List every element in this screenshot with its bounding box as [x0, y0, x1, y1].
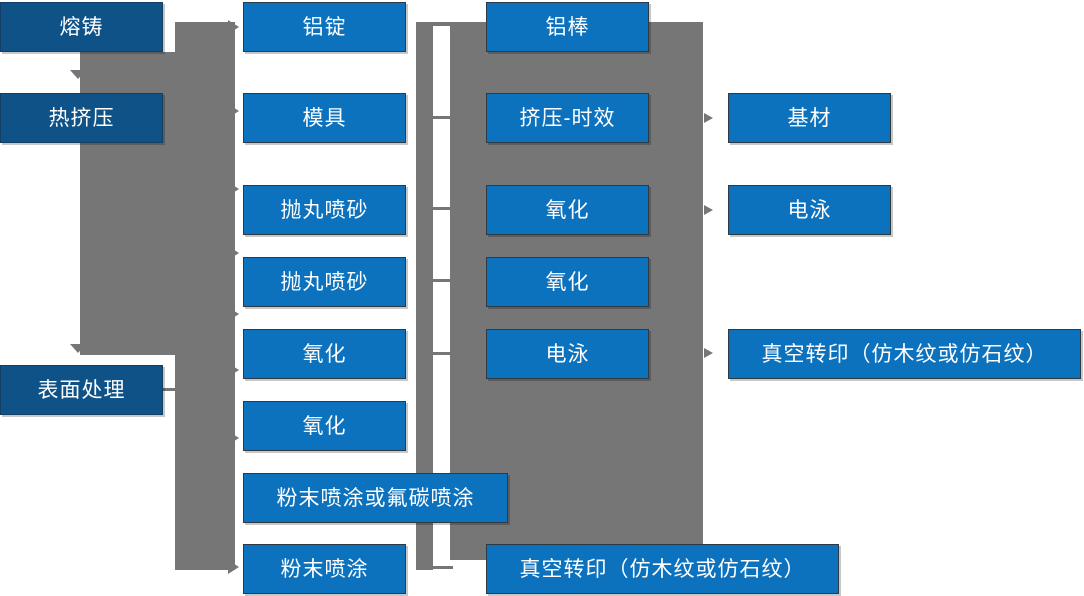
arrow-trunk-to-oxidation-2	[228, 363, 239, 377]
output-label-vacuum-transfer-printing-2: 真空转印（仿木纹或仿石纹）	[761, 342, 1048, 366]
stage-box-surface-treatment[interactable]: 表面处理	[0, 365, 163, 415]
stage-box-hot-extrusion[interactable]: 热挤压	[0, 93, 163, 143]
arrow-block-to-base-material	[704, 113, 713, 123]
arrow-block-to-electrophoresis	[704, 205, 713, 215]
process-box-aluminum-bar[interactable]: 铝棒	[486, 2, 649, 52]
arrow-trunk-to-powder-spray	[228, 560, 239, 574]
process-box-oxidation-4[interactable]: 氧化	[486, 257, 649, 307]
process-label-oxidation-1: 氧化	[302, 342, 347, 366]
process-box-oxidation-3[interactable]: 氧化	[486, 185, 649, 235]
process-box-shot-blasting-1[interactable]: 抛丸喷砂	[243, 185, 406, 235]
arrow-trunk-to-blasting-1	[228, 182, 239, 196]
connector-tick-1	[433, 116, 453, 119]
arrow-trunk-to-oxidation-1	[228, 307, 239, 321]
stage-label-hot-extrusion: 热挤压	[48, 106, 115, 130]
output-box-vacuum-transfer-printing-2[interactable]: 真空转印（仿木纹或仿石纹）	[728, 329, 1081, 379]
connector-middle-tie-top	[433, 22, 453, 26]
process-box-powder-or-fluorocarbon-spray[interactable]: 粉末喷涂或氟碳喷涂	[243, 473, 508, 523]
process-label-oxidation-4: 氧化	[545, 270, 590, 294]
process-label-oxidation-2: 氧化	[302, 414, 347, 438]
arrow-extrusion-to-surface	[70, 344, 86, 353]
stage-box-melt-cast[interactable]: 熔铸	[0, 2, 163, 52]
connector-tick-2	[433, 207, 453, 210]
arrow-trunk-to-mold	[228, 104, 239, 118]
output-box-base-material[interactable]: 基材	[728, 93, 891, 143]
process-label-aluminum-ingot: 铝锭	[302, 15, 347, 39]
process-label-extrusion-aging: 挤压-时效	[519, 106, 616, 130]
process-label-electrophoresis-1: 电泳	[545, 342, 590, 366]
process-box-shot-blasting-2[interactable]: 抛丸喷砂	[243, 257, 406, 307]
stage-label-surface-treatment: 表面处理	[37, 378, 126, 402]
arrow-melt-to-extrusion	[70, 70, 86, 79]
process-label-vacuum-transfer-printing-1: 真空转印（仿木纹或仿石纹）	[519, 557, 806, 581]
process-box-extrusion-aging[interactable]: 挤压-时效	[486, 93, 649, 143]
process-label-shot-blasting-2: 抛丸喷砂	[280, 270, 369, 294]
connector-left-trunk	[175, 22, 235, 570]
process-label-mold: 模具	[302, 106, 347, 130]
process-box-electrophoresis-1[interactable]: 电泳	[486, 329, 649, 379]
arrow-trunk-to-ingot	[228, 20, 239, 34]
process-box-mold[interactable]: 模具	[243, 93, 406, 143]
connector-tick-3	[433, 279, 453, 282]
output-label-electrophoresis-2: 电泳	[787, 198, 832, 222]
stage-label-melt-cast: 熔铸	[59, 15, 104, 39]
output-label-base-material: 基材	[787, 106, 832, 130]
arrow-trunk-to-blasting-2	[228, 246, 239, 260]
output-box-electrophoresis-2[interactable]: 电泳	[728, 185, 891, 235]
connector-tick-4	[433, 352, 453, 355]
process-box-vacuum-transfer-printing-1[interactable]: 真空转印（仿木纹或仿石纹）	[486, 544, 839, 594]
connector-middle-bar	[416, 22, 433, 570]
arrow-block-to-vacuum-print	[704, 348, 713, 358]
process-label-oxidation-3: 氧化	[545, 198, 590, 222]
process-box-oxidation-2[interactable]: 氧化	[243, 401, 406, 451]
process-label-powder-or-fluorocarbon-spray: 粉末喷涂或氟碳喷涂	[276, 486, 475, 510]
connector-surface-stub	[163, 388, 185, 391]
process-box-aluminum-ingot[interactable]: 铝锭	[243, 2, 406, 52]
process-label-shot-blasting-1: 抛丸喷砂	[280, 198, 369, 222]
process-label-aluminum-bar: 铝棒	[545, 15, 590, 39]
connector-tick-5	[433, 566, 453, 569]
process-box-powder-spray[interactable]: 粉末喷涂	[243, 544, 406, 594]
arrow-trunk-to-spray-mix	[228, 431, 239, 445]
process-box-oxidation-1[interactable]: 氧化	[243, 329, 406, 379]
process-label-powder-spray: 粉末喷涂	[280, 557, 369, 581]
